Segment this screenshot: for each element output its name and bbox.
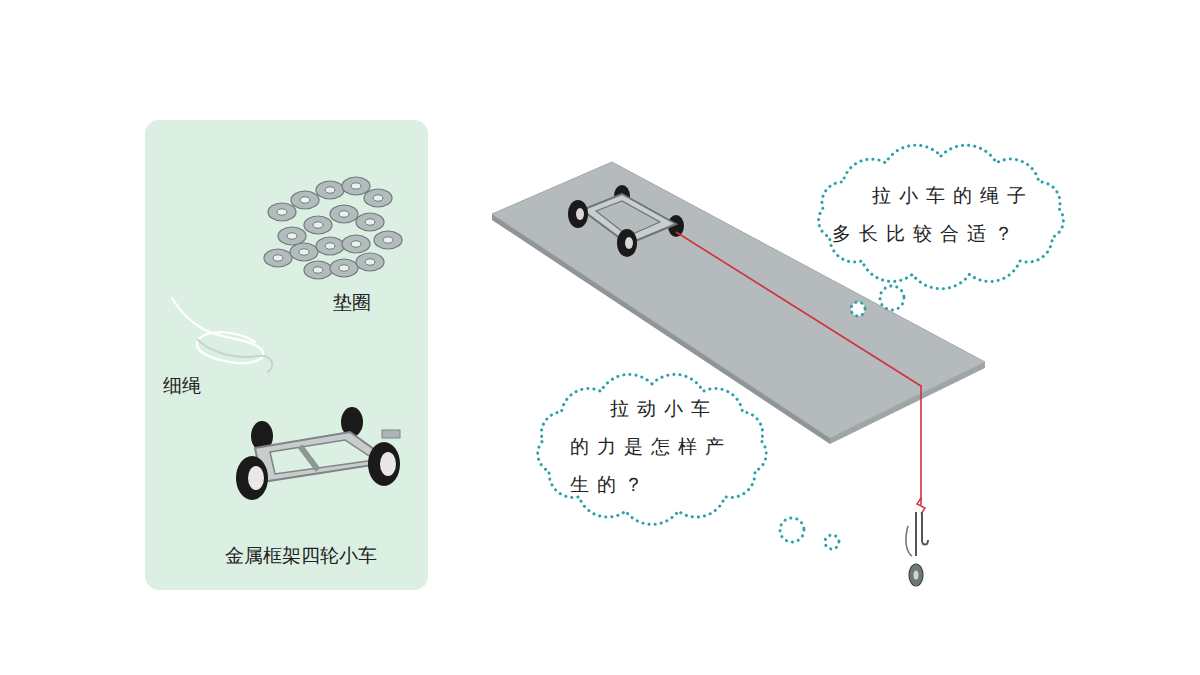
art-use <box>364 189 392 207</box>
art-circle <box>851 302 865 316</box>
art-circle <box>825 535 839 549</box>
art-use <box>356 253 384 271</box>
art-path <box>172 298 263 363</box>
art-use <box>278 227 306 245</box>
materials-panel: 垫圈细绳金属框架四轮小车 <box>145 120 428 590</box>
art-polygon <box>270 440 375 474</box>
art-ellipse <box>909 564 923 586</box>
art-use <box>290 243 318 261</box>
cloud-path <box>819 145 1064 289</box>
art-ellipse <box>236 456 268 500</box>
part-label: 细绳 <box>163 373 201 399</box>
art-path <box>198 340 272 372</box>
art-use <box>304 261 332 279</box>
part-label: 金属框架四轮小车 <box>225 543 377 569</box>
art-circle <box>780 518 804 542</box>
art-ellipse <box>568 200 588 228</box>
art-ellipse <box>248 466 264 490</box>
art-circle <box>880 286 904 310</box>
art-path <box>917 498 925 514</box>
art-ellipse <box>914 571 919 580</box>
art-use <box>316 181 344 199</box>
art-ellipse <box>625 237 633 249</box>
art-use <box>342 177 370 195</box>
string-coil <box>172 298 272 372</box>
thought-cloud: 拉小车的绳子 多长比较合适？ <box>806 140 1076 292</box>
car-on-board <box>568 185 684 257</box>
thought-text: 拉小车的绳子 多长比较合适？ <box>832 176 1042 252</box>
cloud-outline <box>806 140 1076 292</box>
art-use <box>330 259 358 277</box>
art-use <box>330 205 358 223</box>
art-path <box>906 526 912 556</box>
washer-pile <box>264 177 402 279</box>
art-path <box>916 512 928 556</box>
cloud-path <box>538 374 766 524</box>
art-use <box>291 191 319 209</box>
art-line <box>300 446 318 470</box>
art-use <box>304 216 332 234</box>
hook-weight <box>906 512 928 586</box>
thought-cloud: 拉动小车 的力是怎样产 生的？ <box>526 368 778 529</box>
art-use <box>264 249 292 267</box>
thought-text: 拉动小车 的力是怎样产 生的？ <box>570 389 740 503</box>
art-ellipse <box>380 452 396 476</box>
panel-ground <box>145 120 428 590</box>
part-label: 垫圈 <box>333 290 371 316</box>
art-use <box>374 231 402 249</box>
metal-frame-car <box>236 407 400 500</box>
thought-tail <box>780 286 904 549</box>
art-use <box>316 237 344 255</box>
art-ellipse <box>576 208 584 220</box>
art-ellipse <box>617 229 637 257</box>
art-use <box>342 235 370 253</box>
art-use <box>356 213 384 231</box>
art-use <box>268 203 296 221</box>
art-ellipse <box>368 442 400 486</box>
art-rect <box>382 430 400 438</box>
